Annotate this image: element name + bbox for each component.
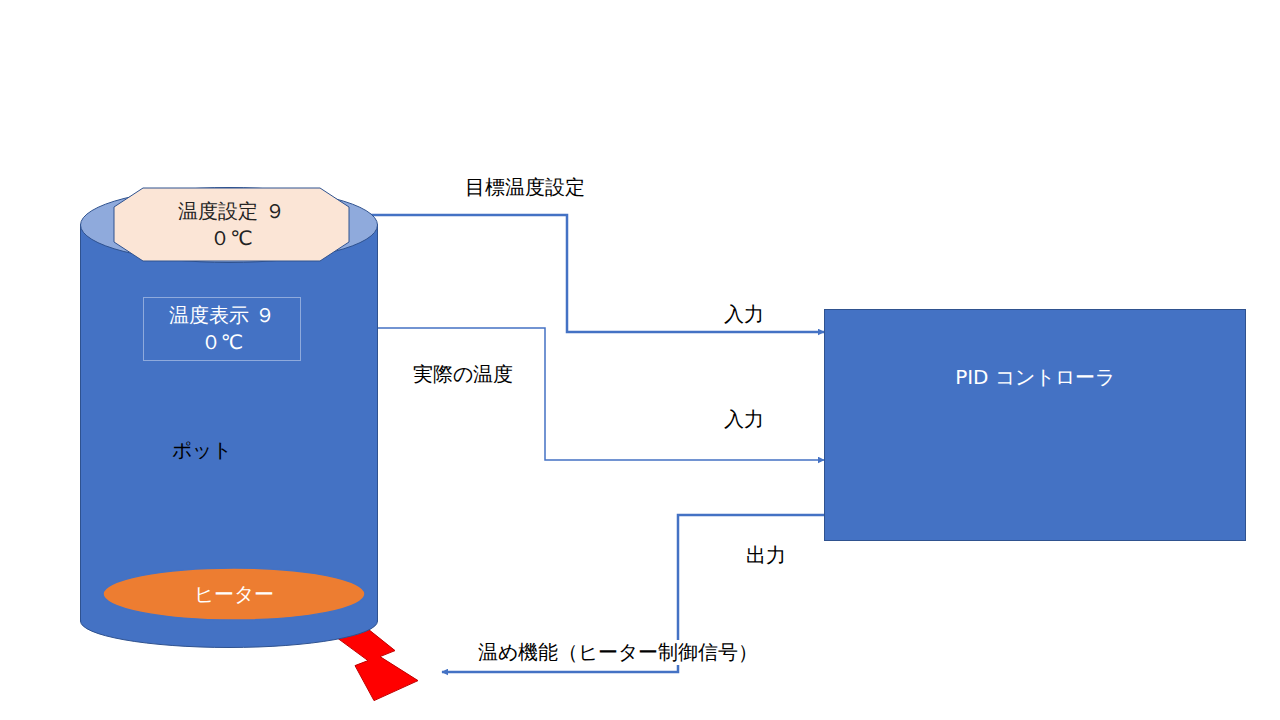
connector-line <box>442 515 824 672</box>
signal-connector <box>300 515 824 701</box>
pid-frame <box>825 310 1246 541</box>
display-frame <box>144 298 301 361</box>
edge-label: 実際の温度 <box>411 362 515 387</box>
setting-octagon: 温度設定 ９０℃ <box>113 187 350 262</box>
pot-cylinder: ポット 温度設定 ９０℃ 温度表示 ９０℃ ヒーター <box>80 187 378 648</box>
pid-controller-box: PID コントローラ <box>824 309 1246 541</box>
edge-label: 目標温度設定 <box>463 175 587 200</box>
node-text: 温度表示 ９０℃ <box>162 302 282 356</box>
node-text: 温度設定 ９０℃ <box>172 198 292 252</box>
connector-line <box>350 215 824 332</box>
heater-shape <box>103 568 365 620</box>
node-text: PID コントローラ <box>955 364 1115 390</box>
pot-lid <box>81 188 378 263</box>
pid-outline <box>824 309 1246 541</box>
pot-body-fill <box>81 225 377 620</box>
port-label: 入力 <box>722 302 766 327</box>
edge-label: 温め機能（ヒーター制御信号） <box>476 640 760 665</box>
node-text: ポット <box>172 437 232 463</box>
port-label: 入力 <box>722 407 766 432</box>
signal-connector <box>301 328 824 460</box>
display-box: 温度表示 ９０℃ <box>143 297 301 361</box>
port-label: 出力 <box>744 543 788 568</box>
octagon-shape <box>114 188 349 261</box>
node-text: ヒーター <box>194 581 274 607</box>
pot-body <box>81 225 378 621</box>
oct-outline <box>113 187 350 262</box>
heater-ellipse: ヒーター <box>102 567 366 621</box>
connector-line <box>301 328 824 460</box>
signal-connector <box>350 215 824 332</box>
